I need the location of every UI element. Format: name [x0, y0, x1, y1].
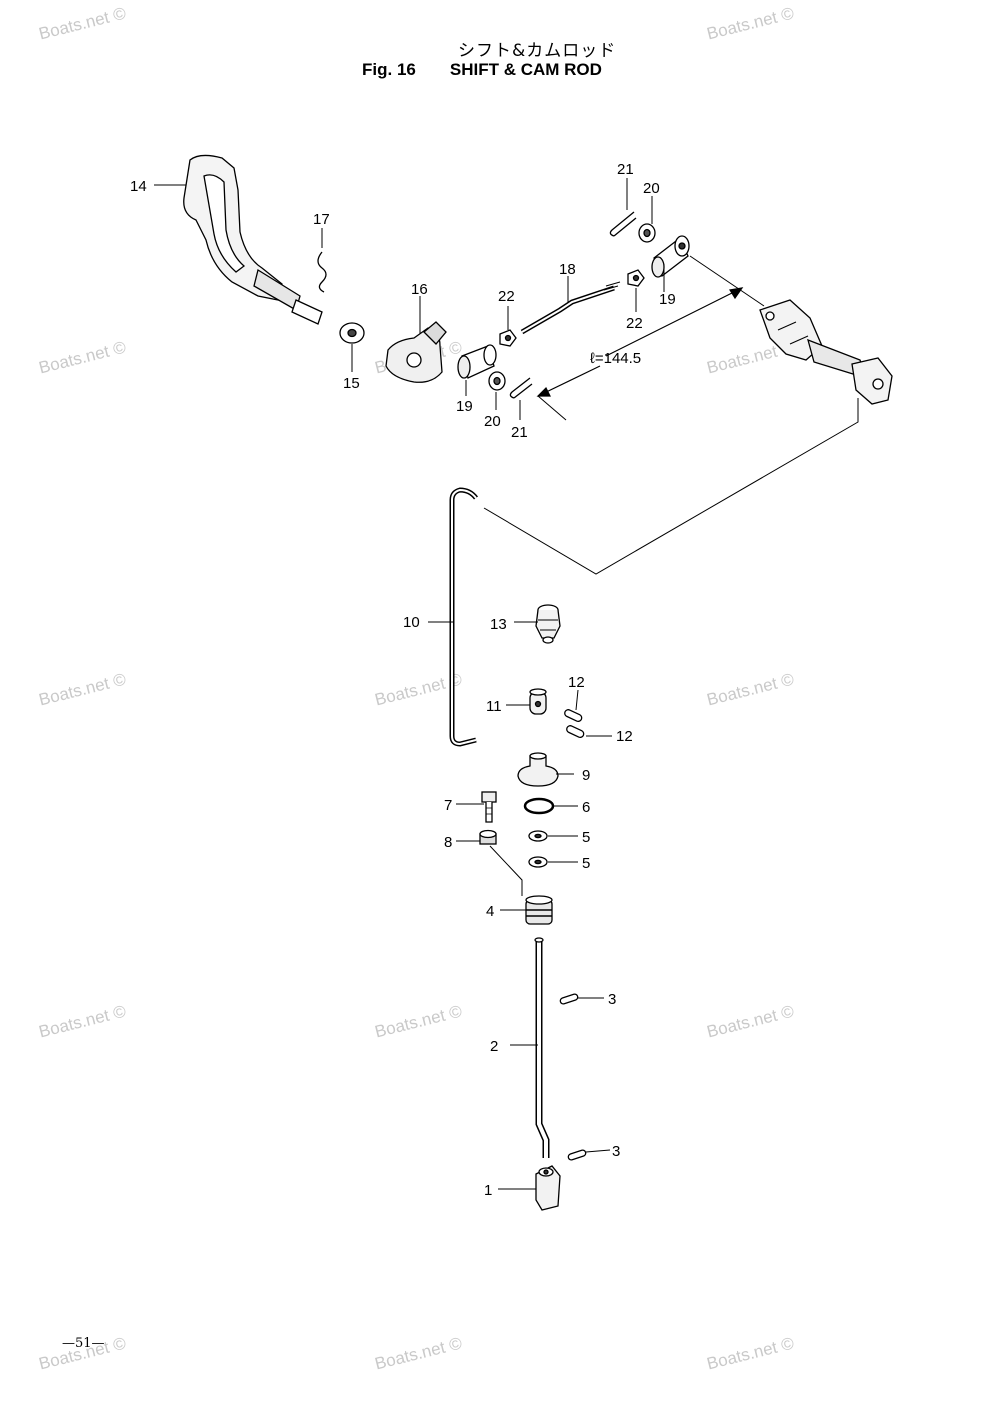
part-1-shift-cam: [535, 1165, 561, 1211]
part-22-nut-right: [627, 269, 645, 287]
figure-number: Fig. 16: [362, 60, 416, 79]
callout-21-right: 21: [617, 161, 634, 178]
part-16-cam: [385, 321, 447, 383]
callout-8: 8: [444, 834, 452, 851]
callout-9: 9: [582, 767, 590, 784]
part-22-nut-left: [499, 329, 517, 347]
part-20-washer-left: [488, 371, 506, 391]
part-21-pin-left: [509, 377, 533, 399]
callout-3-bottom: 3: [612, 1143, 620, 1160]
dimension-arrows: [536, 287, 744, 421]
figure-title: Fig. 16 SHIFT & CAM ROD: [362, 60, 602, 80]
part-11-joint: [529, 688, 547, 715]
callout-14: 14: [130, 178, 147, 195]
callout-18: 18: [559, 261, 576, 278]
leader-bracket-to-collar: [689, 255, 765, 307]
callout-13: 13: [490, 616, 507, 633]
callout-12-bottom: 12: [616, 728, 633, 745]
dimension-length: ℓ=144.5: [590, 350, 641, 367]
page-number: —51—: [62, 1336, 105, 1351]
part-20-washer-right: [638, 223, 656, 243]
callout-11: 11: [486, 698, 502, 715]
callout-6: 6: [582, 799, 590, 816]
callout-leaders: [154, 178, 665, 1190]
part-12-clips: [564, 709, 585, 739]
part-14-shift-lever: [183, 154, 323, 325]
part-19-collar-right: [651, 235, 690, 278]
callout-3-top: 3: [608, 991, 616, 1008]
figure-title-japanese: シフト&カムロッド: [458, 41, 617, 61]
part-3-pins: [559, 993, 587, 1161]
callout-15: 15: [343, 375, 360, 392]
callout-19-left: 19: [456, 398, 473, 415]
callout-1: 1: [484, 1182, 492, 1199]
part-13-boot: [535, 604, 561, 644]
callout-22-right: 22: [626, 315, 643, 332]
part-15-washer: [339, 322, 365, 344]
callout-20-left: 20: [484, 413, 501, 430]
part-17-clip: [317, 251, 327, 293]
part-5-washers: [528, 830, 548, 868]
part-8-collar: [479, 829, 497, 845]
callout-5-bottom: 5: [582, 855, 590, 872]
callout-21-left: 21: [511, 424, 528, 441]
callout-12-top: 12: [568, 674, 585, 691]
callout-7: 7: [444, 797, 452, 814]
leader-8-to-4: [489, 845, 523, 896]
callout-19-right: 19: [659, 291, 676, 308]
callout-17: 17: [313, 211, 330, 228]
part-2-shift-rod: [534, 937, 550, 1158]
callout-10: 10: [403, 614, 420, 631]
callout-22-left: 22: [498, 288, 515, 305]
figure-title-english: SHIFT & CAM ROD: [449, 60, 602, 79]
part-4-grommet: [525, 895, 553, 925]
callout-4: 4: [486, 903, 494, 920]
callout-5-top: 5: [582, 829, 590, 846]
shift-bracket-assembly: [759, 299, 893, 405]
leader-bracket-to-rod: [483, 398, 859, 575]
part-6-o-ring: [523, 797, 555, 815]
callout-2: 2: [490, 1038, 498, 1055]
part-9-cap: [517, 752, 559, 787]
callout-numbers: 14 17 15 16 19 20 21 22 18 21 20 22 19 1…: [130, 161, 676, 1199]
part-10-cam-rod: [449, 487, 478, 747]
part-19-collar-left: [457, 344, 497, 379]
part-7-bolt: [481, 791, 497, 823]
part-21-pin-right: [609, 211, 637, 237]
part-18-rod: [520, 281, 621, 335]
callout-20-right: 20: [643, 180, 660, 197]
callout-16: 16: [411, 281, 428, 298]
